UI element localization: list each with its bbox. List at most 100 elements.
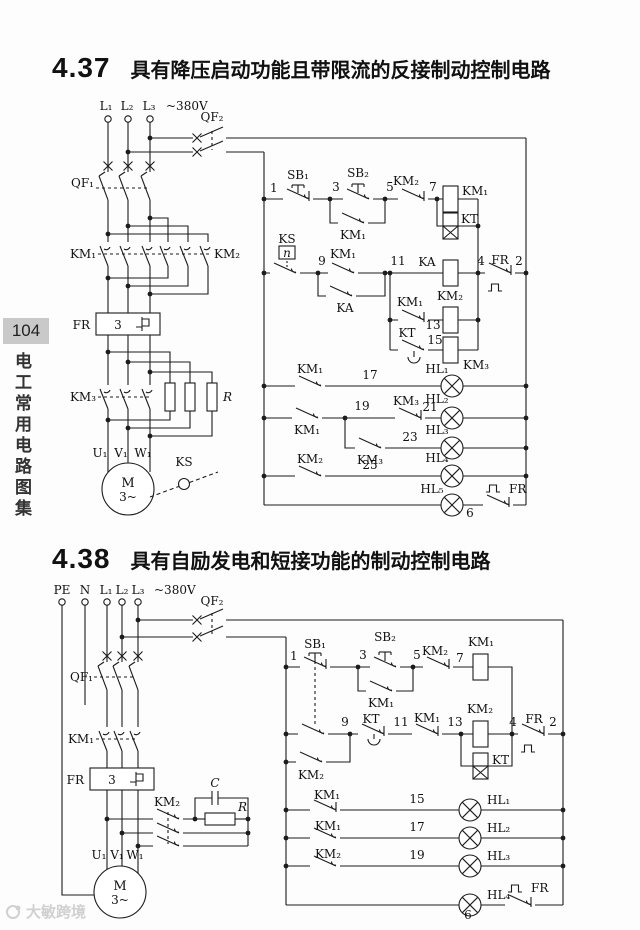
km1-coil-label: KM₁ bbox=[468, 635, 494, 649]
sb1-stop-button bbox=[287, 185, 309, 201]
node-7: 7 bbox=[456, 651, 464, 665]
km2-contact-label: KM₂ bbox=[393, 174, 419, 188]
ks-speed-contact bbox=[273, 262, 297, 274]
circuit-437-power: L₁ L₂ L₃ ~380V QF₂ QF₁ bbox=[70, 99, 526, 516]
km2-coil bbox=[442, 306, 459, 334]
km3-coil bbox=[442, 336, 459, 364]
node-15: 15 bbox=[409, 792, 424, 806]
node-19: 19 bbox=[354, 399, 369, 413]
book-sidebar-title: 电工常用电路图集 bbox=[12, 352, 31, 520]
kt-delay-label: KT bbox=[399, 326, 416, 340]
ks-label: KS bbox=[278, 232, 295, 246]
sb2-label: SB₂ bbox=[347, 166, 369, 180]
ka-selfhold-label: KA bbox=[336, 301, 353, 315]
km2-selfhold-contact bbox=[299, 751, 323, 763]
fr-thermal-icon bbox=[487, 283, 503, 292]
km1-main-label: KM₁ bbox=[68, 732, 94, 746]
km1-coil bbox=[442, 185, 459, 213]
section-437-header: 4.37 具有降压启动功能且带限流的反接制动控制电路 bbox=[52, 52, 551, 84]
km1-lamp-contact bbox=[295, 407, 319, 419]
phase-l2-label: L₂ bbox=[121, 99, 134, 113]
km2-selfhold-label: KM₂ bbox=[298, 768, 324, 782]
node-7: 7 bbox=[429, 180, 437, 194]
km2-brake-label: KM₂ bbox=[154, 795, 180, 809]
node-4: 4 bbox=[509, 715, 517, 729]
circuit-438-power: PE N L₁ L₂ L₃ ~380V QF₂ QF₁ KM₁ bbox=[54, 583, 563, 919]
node-6: 6 bbox=[464, 908, 472, 922]
qf1-label: QF₁ bbox=[70, 670, 93, 684]
node-19: 19 bbox=[409, 848, 424, 862]
km1-interlock-label: KM₁ bbox=[414, 711, 440, 725]
hl3-label: HL₃ bbox=[487, 849, 510, 863]
sb2-start-button bbox=[374, 652, 396, 667]
node-13: 13 bbox=[447, 715, 462, 729]
node-2: 2 bbox=[515, 254, 523, 268]
phase-l3-label: L₃ bbox=[143, 99, 156, 113]
kt-coil-label: KT bbox=[461, 212, 478, 226]
fr-heater-count: 3 bbox=[114, 318, 122, 332]
motor-phases-label: 3~ bbox=[111, 893, 129, 907]
km1-coil bbox=[472, 653, 489, 681]
phase-l2-label: L₂ bbox=[116, 583, 129, 597]
sb2-label: SB₂ bbox=[374, 630, 396, 644]
node-17: 17 bbox=[409, 820, 424, 834]
fr-heater-label: FR bbox=[67, 773, 85, 787]
km3-lamp-label: KM₃ bbox=[357, 453, 383, 467]
sb1-label: SB₁ bbox=[304, 637, 326, 651]
km1-interlock-contact bbox=[401, 309, 425, 323]
km3-coil-label: KM₃ bbox=[463, 358, 489, 372]
lamp-hl3 bbox=[458, 854, 482, 878]
km2-interlock-contact bbox=[426, 656, 450, 670]
km2-coil bbox=[472, 720, 489, 748]
km1-coil-label: KM₁ bbox=[462, 184, 488, 198]
phase-l1-label: L₁ bbox=[100, 583, 113, 597]
lamp-hl5 bbox=[440, 493, 464, 517]
km1-main-label: KM₁ bbox=[70, 247, 96, 261]
motor-phases-label: 3~ bbox=[119, 490, 137, 504]
node-11: 11 bbox=[390, 254, 405, 268]
km1-selfhold-contact bbox=[341, 212, 365, 224]
km2-coil-label: KM₂ bbox=[467, 702, 493, 716]
brake-resistor-label: R bbox=[237, 800, 247, 814]
node-3: 3 bbox=[359, 648, 367, 662]
node-5: 5 bbox=[386, 180, 394, 194]
ks-sensor-label: KS bbox=[175, 455, 192, 469]
pe-label: PE bbox=[54, 583, 71, 597]
fr-contact-label: FR bbox=[531, 881, 549, 895]
motor-w1-label: W₁ bbox=[126, 848, 143, 862]
ka-selfhold-contact bbox=[329, 285, 353, 297]
km2-lamp-contact bbox=[298, 465, 322, 477]
km1-aux-label: KM₁ bbox=[330, 247, 356, 261]
km1-lamp-label: KM₁ bbox=[315, 819, 341, 833]
hl1-label: HL₁ bbox=[487, 793, 510, 807]
ka-coil-label: KA bbox=[418, 255, 435, 269]
sb2-start-button bbox=[347, 184, 369, 199]
lamp-hl1 bbox=[458, 798, 482, 822]
section-number: 4.38 bbox=[52, 543, 111, 574]
section-438-header: 4.38 具有自励发电和短接功能的制动控制电路 bbox=[52, 543, 491, 575]
sb1-no-contact bbox=[301, 723, 325, 735]
km1-lamp-contact bbox=[298, 375, 322, 387]
fr-contact-label: FR bbox=[509, 482, 527, 496]
fr-heater-count: 3 bbox=[108, 773, 116, 787]
kt-delay-contact bbox=[362, 724, 384, 745]
qf2-label: QF₂ bbox=[201, 594, 224, 608]
motor-v1-label: V₁ bbox=[109, 848, 123, 862]
voltage-label: ~380V bbox=[154, 583, 196, 597]
node-6: 6 bbox=[466, 506, 474, 520]
node-5: 5 bbox=[413, 648, 421, 662]
ks-n-symbol: n bbox=[283, 246, 291, 260]
kt-delay-label: KT bbox=[363, 712, 380, 726]
km2-lamp-label: KM₂ bbox=[315, 847, 341, 861]
watermark-text: 大敏跨境 bbox=[26, 904, 87, 921]
node-25: 25 bbox=[362, 458, 377, 472]
hl4-label: HL₄ bbox=[425, 451, 448, 465]
lamp-hl4 bbox=[440, 464, 464, 488]
motor-m-label: M bbox=[113, 879, 126, 894]
qf1-label: QF₁ bbox=[71, 176, 94, 190]
km2-coil-label: KM₂ bbox=[437, 289, 463, 303]
section-title: 具有自励发电和短接功能的制动控制电路 bbox=[130, 551, 491, 573]
n-label: N bbox=[80, 583, 91, 597]
